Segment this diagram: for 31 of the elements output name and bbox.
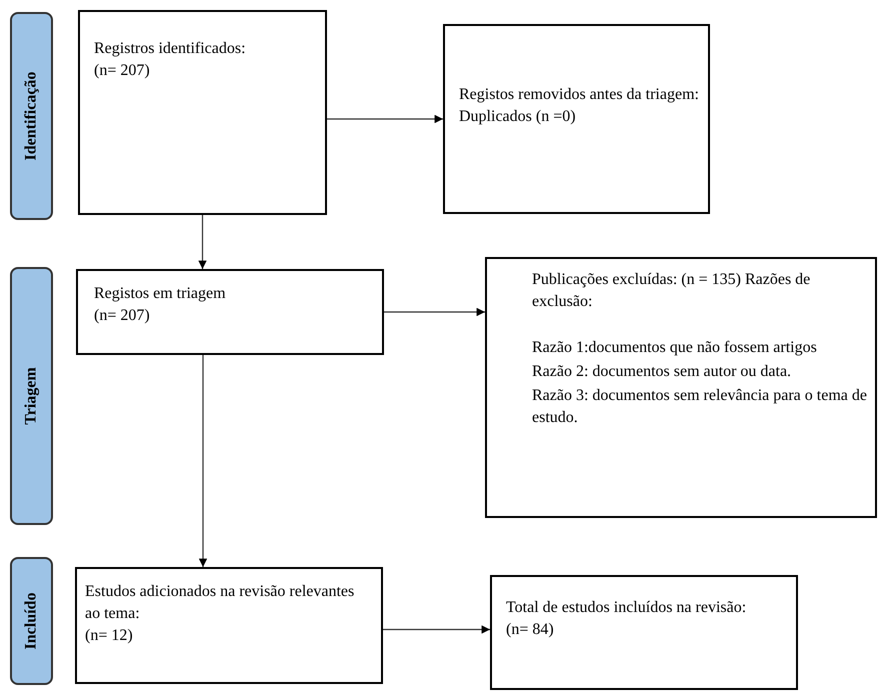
arrow [198, 215, 207, 269]
arrow [383, 625, 490, 634]
phase-band [10, 12, 53, 220]
box-text: Razão 1:documentos que não fossem artigos [532, 338, 818, 358]
box-text: (n= 207) [94, 61, 151, 81]
process-box [76, 269, 384, 355]
arrow [327, 114, 443, 124]
arrow [198, 355, 208, 567]
box-text: Publicações excluídas: (n = 135) Razões de exclusão: [532, 270, 812, 312]
phase-label: Incluído [24, 592, 40, 650]
box-text: Razão 2: documentos sem autor ou data. [532, 362, 792, 382]
process-box [490, 575, 798, 690]
process-box [443, 24, 710, 214]
box-text: Registros identificados: [94, 39, 247, 59]
box-text: Registos removidos antes da triagem: [459, 85, 700, 105]
phase-band [10, 557, 53, 685]
box-text: Estudos adicionados na revisão relevantes ao tema: [85, 582, 356, 624]
process-box [485, 257, 877, 518]
box-text: Razão 3: documentos sem relevância para o tema de estudo. [532, 386, 867, 428]
box-text: Total de estudos incluídos na revisão: [506, 598, 748, 618]
box-text: Registos em triagem [94, 284, 227, 304]
box-text: Duplicados (n =0) [459, 107, 577, 127]
process-box [75, 567, 383, 684]
arrow [384, 308, 485, 316]
box-text: (n= 207) [94, 306, 151, 326]
phase-label: Identificação [24, 72, 40, 160]
process-box [78, 10, 327, 215]
phase-label: Triagem [24, 367, 40, 425]
box-text: (n= 84) [506, 620, 555, 640]
box-text: (n= 12) [85, 626, 134, 646]
phase-band [10, 267, 53, 525]
